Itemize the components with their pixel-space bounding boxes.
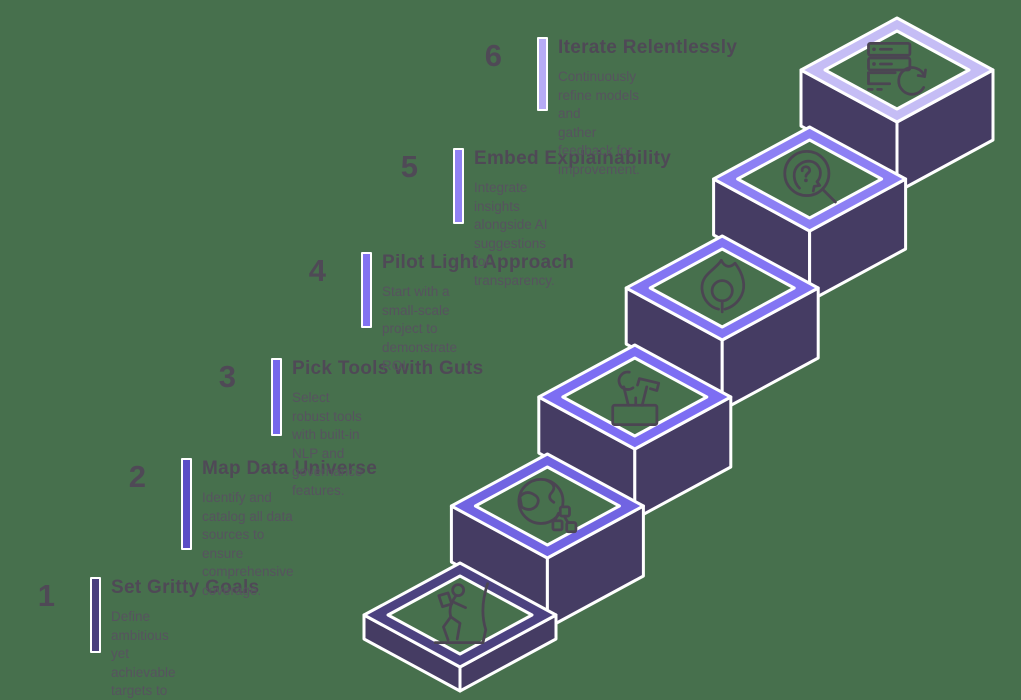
step-accent-bar: [181, 458, 192, 550]
tools-icon: [611, 370, 661, 426]
hiker-climbing-icon: [433, 582, 489, 644]
step-5-top: [736, 138, 884, 220]
flame-bulb-icon: [700, 259, 746, 314]
step-5-platform: [712, 125, 908, 303]
step-accent-bar: [90, 577, 101, 653]
globe-network-icon: [517, 477, 578, 534]
step-description: Integrate insights alongside AI suggesti…: [474, 180, 555, 288]
step-description: Identify and catalog all data sources to…: [202, 490, 294, 598]
step-description: Select robust tools with built-in NLP an…: [292, 390, 363, 498]
step-number: 5: [400, 149, 418, 184]
step-1-platform: [362, 561, 558, 693]
step-number: 4: [308, 253, 326, 288]
server-refresh-icon: [867, 41, 927, 96]
step-title: Pick Tools with Guts: [292, 358, 484, 379]
head-magnifier-icon: [783, 150, 837, 204]
step-2-top: [473, 465, 621, 547]
step-description: Start with a small-scale project to demo…: [382, 284, 458, 373]
step-title: Iterate Relentlessly: [558, 37, 738, 58]
step-4-platform: [624, 234, 820, 412]
step-title: Map Data Universe: [202, 458, 378, 479]
step-description: Continuously refine models and gather fe…: [558, 69, 640, 177]
step-title: Embed Explainability: [474, 148, 672, 169]
step-number: 2: [128, 459, 146, 494]
step-title: Set Gritty Goals: [111, 577, 260, 598]
step-4-top: [648, 247, 796, 329]
step-3-platform: [537, 343, 733, 521]
step-title: Pilot Light Approach: [382, 252, 575, 273]
step-number: 3: [218, 359, 236, 394]
step-2-platform: [449, 452, 645, 630]
step-1-top: [386, 574, 534, 656]
step-accent-bar: [453, 148, 464, 224]
step-accent-bar: [361, 252, 372, 328]
step-number: 6: [484, 38, 502, 73]
step-description: Define ambitious yet achievable targets …: [111, 609, 176, 698]
step-number: 1: [37, 578, 55, 613]
step-accent-bar: [537, 37, 548, 111]
step-6-platform: [799, 16, 995, 194]
step-accent-bar: [271, 358, 282, 436]
